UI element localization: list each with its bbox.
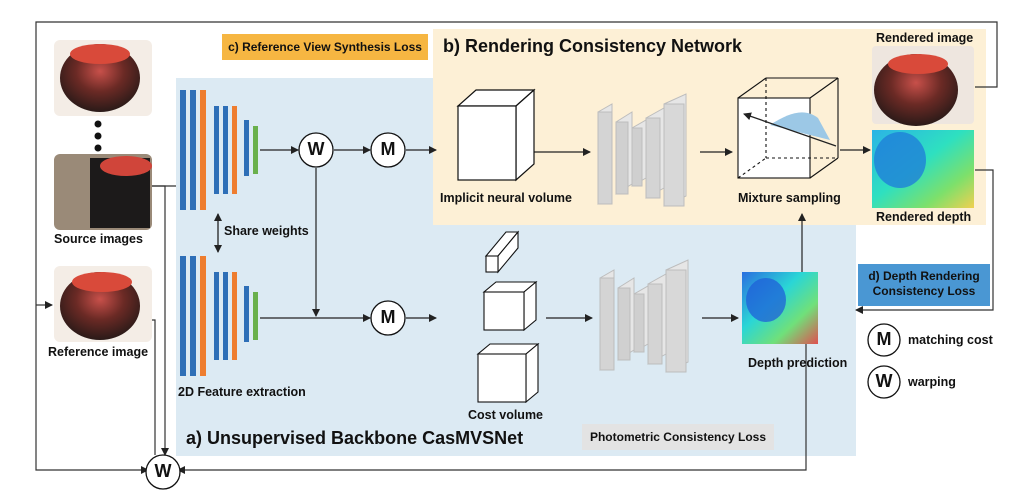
- rendered-depth-map: [872, 130, 974, 208]
- cost-regularization-network: [599, 259, 689, 373]
- photometric-loss: Photometric Consistency Loss: [582, 424, 774, 450]
- legend-matching-cost: matching cost: [908, 333, 993, 347]
- match-node-label: M: [380, 139, 396, 159]
- depth-prediction-label: Depth prediction: [748, 356, 848, 370]
- backbone-panel-title: a) Unsupervised Backbone CasMVSNet: [186, 428, 524, 448]
- feature-stack-bottom: [180, 256, 258, 376]
- match-node-bottom: [370, 300, 406, 336]
- match-node-label-bottom: M: [380, 307, 396, 327]
- legend-warp-circle: [867, 365, 901, 399]
- reference-view-loss: c) Reference View Synthesis Loss: [222, 34, 428, 60]
- implicit-volume-cube: [456, 88, 536, 182]
- legend-warping: warping: [908, 375, 956, 389]
- warp-node-top: [298, 132, 334, 168]
- source-images-label: Source images: [54, 232, 143, 246]
- legend-warp-symbol: W: [875, 371, 893, 391]
- rendered-image-label: Rendered image: [876, 31, 974, 45]
- depth-prediction-map: [742, 272, 818, 344]
- feedback-loop-line: [35, 21, 998, 474]
- warp-node-label-bottom: W: [154, 461, 172, 481]
- mixture-sampling-cube: [737, 77, 839, 179]
- legend-match-symbol: M: [876, 329, 892, 349]
- implicit-volume-label: Implicit neural volume: [440, 191, 572, 205]
- reference-image-label: Reference image: [48, 345, 149, 359]
- rendered-image: [872, 46, 974, 126]
- depth-rendering-loss: d) Depth Rendering Consistency Loss: [858, 264, 990, 306]
- source-image-2: [54, 154, 152, 230]
- rendering-panel-title: b) Rendering Consistency Network: [443, 36, 743, 56]
- cost-volume-blocks: [476, 230, 540, 404]
- share-weights-label: Share weights: [224, 224, 309, 238]
- rendering-network: [597, 93, 687, 207]
- feature-extraction-label: 2D Feature extraction: [178, 385, 306, 399]
- warp-node-bottom: [145, 454, 181, 490]
- source-image-1: [54, 40, 152, 116]
- mixture-sampling-label: Mixture sampling: [738, 191, 841, 205]
- ellipsis-dots: [94, 120, 102, 152]
- reference-image: [54, 266, 152, 342]
- match-node-top: [370, 132, 406, 168]
- depth-rendering-loss-line2: Consistency Loss: [872, 284, 976, 298]
- rendered-depth-label: Rendered depth: [876, 210, 972, 224]
- warp-node-label: W: [307, 139, 325, 159]
- cost-volume-label: Cost volume: [468, 408, 544, 422]
- legend-match-circle: [867, 323, 901, 357]
- feature-stack-top: [180, 90, 258, 210]
- depth-rendering-loss-line1: d) Depth Rendering: [868, 269, 980, 283]
